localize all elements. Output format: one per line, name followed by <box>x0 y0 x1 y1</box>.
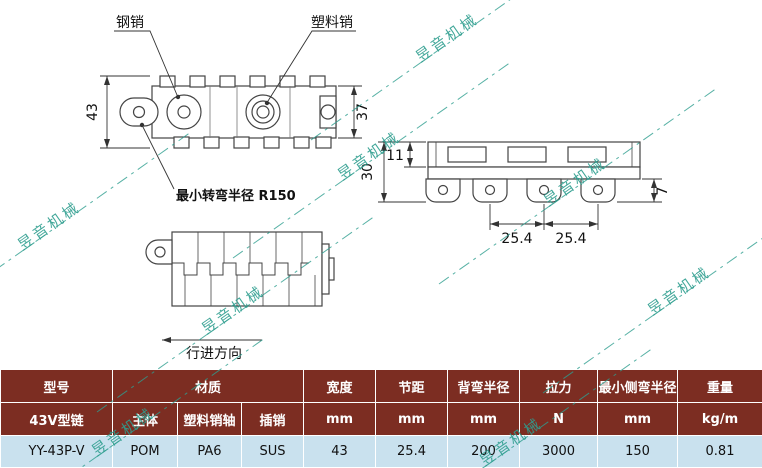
width-unit: mm <box>303 402 377 436</box>
steel-pin-hinge <box>166 94 202 130</box>
dim-outer-height: 43 <box>85 103 101 121</box>
hinge-lug <box>580 178 616 203</box>
pitch-unit: mm <box>375 402 449 436</box>
side-bend-header: 最小侧弯半径 <box>597 369 679 403</box>
chain-type-cell: 43V型链 <box>0 402 113 436</box>
dim-total-height: 30 <box>360 163 376 181</box>
table-subheader-row: 43V型链 主体 塑料销轴 插销 mm mm mm N mm kg/m <box>0 402 762 436</box>
dim-lug-height: 7 <box>655 187 671 196</box>
back-bend-value: 200 <box>447 435 521 468</box>
lug-pin-hole <box>132 105 146 119</box>
weight-unit: kg/m <box>677 402 762 436</box>
tension-header: 拉力 <box>519 369 599 403</box>
technical-drawing: 43 37 钢销 塑料销 最小转弯半径 R150 <box>85 15 671 362</box>
pin-subheader: 插销 <box>240 402 305 436</box>
travel-direction-label: 行进方向 <box>186 346 242 362</box>
front-view <box>119 75 337 149</box>
tension-unit: N <box>519 402 599 436</box>
weight-header: 重量 <box>677 369 762 403</box>
spec-table: 型号 材质 宽度 节距 背弯半径 拉力 最小侧弯半径 重量 43V型链 主体 塑… <box>0 369 762 468</box>
width-header: 宽度 <box>303 369 377 403</box>
top-view <box>145 231 335 307</box>
dim-pitch-left: 25.4 <box>501 231 532 247</box>
hinge-lug <box>526 178 562 203</box>
travel-direction: 行进方向 <box>162 337 262 362</box>
side-bend-unit: mm <box>597 402 679 436</box>
dim-pitch-right: 25.4 <box>555 231 586 247</box>
side-bend-value: 150 <box>597 435 679 468</box>
min-turn-radius-note: 最小转弯半径 R150 <box>176 188 296 204</box>
protruding-pin <box>321 243 330 295</box>
plastic-pin-shaft-subheader: 塑料销轴 <box>177 402 242 436</box>
width-value: 43 <box>303 435 377 468</box>
steel-pin-label: 钢销 <box>116 15 144 31</box>
dim-inner-height: 37 <box>355 103 371 121</box>
model-value: YY-43P-V <box>0 435 113 468</box>
pin-value: SUS <box>240 435 305 468</box>
model-header: 型号 <box>0 369 113 403</box>
material-header: 材质 <box>111 369 305 403</box>
tension-value: 3000 <box>519 435 599 468</box>
plastic-pin-shaft-value: PA6 <box>177 435 242 468</box>
pitch-value: 25.4 <box>375 435 449 468</box>
back-bend-unit: mm <box>447 402 521 436</box>
table-header-row: 型号 材质 宽度 节距 背弯半径 拉力 最小侧弯半径 重量 <box>0 369 762 403</box>
pitch-header: 节距 <box>375 369 449 403</box>
body-subheader: 主体 <box>112 402 178 436</box>
body-value: POM <box>112 435 178 468</box>
back-bend-header: 背弯半径 <box>447 369 521 403</box>
side-view <box>425 141 641 203</box>
plastic-pin-label: 塑料销 <box>311 15 353 31</box>
front-left-lug <box>119 97 159 127</box>
dim-top-height: 11 <box>386 148 404 164</box>
hinge-lug <box>472 178 508 203</box>
table-data-row: YY-43P-V POM PA6 SUS 43 25.4 200 3000 15… <box>0 435 762 468</box>
steel-pin-hole <box>177 105 191 119</box>
weight-value: 0.81 <box>677 435 762 468</box>
